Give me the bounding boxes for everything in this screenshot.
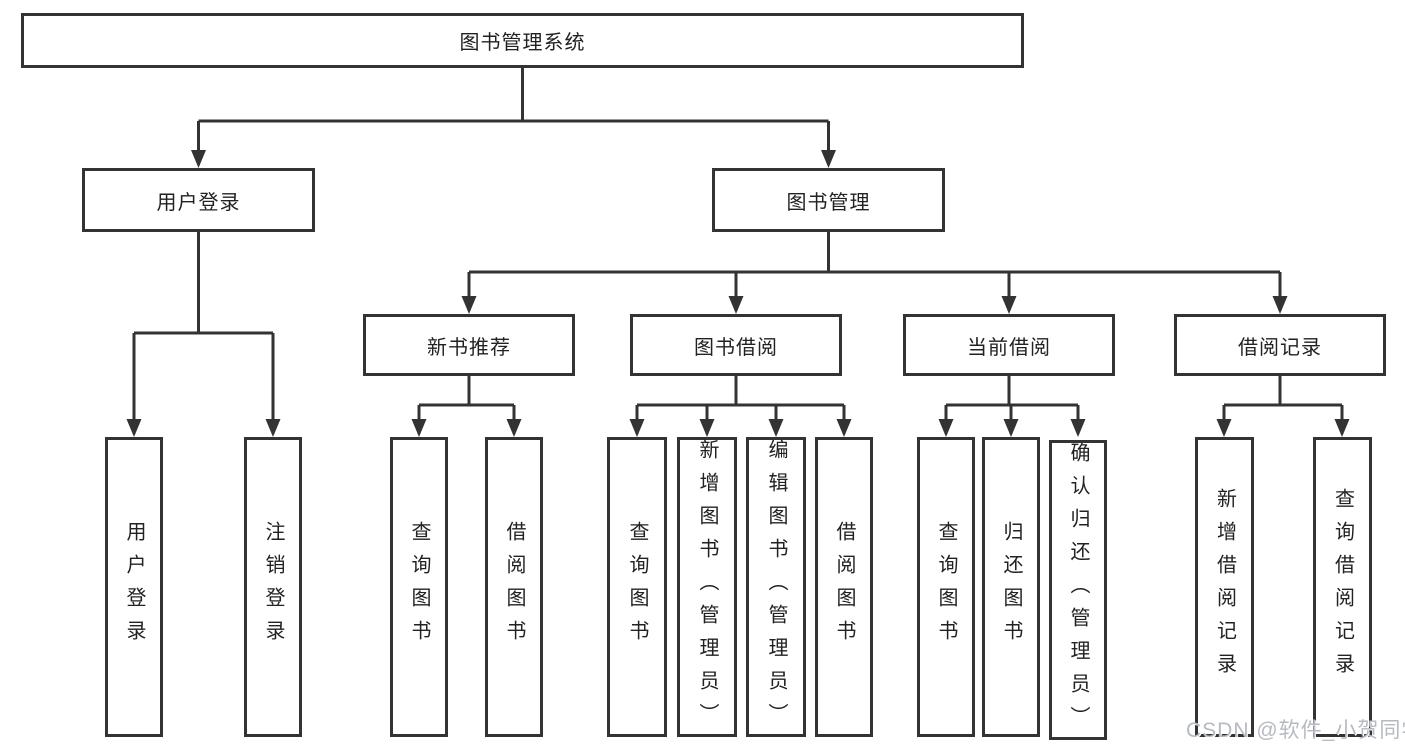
- leaf-query-borrow-record: 查询借阅记录: [1313, 437, 1372, 737]
- leaf-label: 用户登录: [123, 521, 145, 653]
- leaf-borrow-book-1: 借阅图书: [485, 437, 543, 737]
- leaf-logout: 注销登录: [244, 437, 302, 737]
- leaf-label: 查询图书: [935, 521, 957, 653]
- node-new-book-recommend: 新书推荐: [363, 314, 575, 376]
- leaf-user-login: 用户登录: [105, 437, 163, 737]
- leaf-label: 确认归还（管理员）: [1067, 441, 1089, 739]
- node-book-borrow: 图书借阅: [630, 314, 842, 376]
- leaf-label: 编辑图书（管理员）: [765, 438, 787, 736]
- node-user-login: 用户登录: [82, 168, 315, 232]
- leaf-query-book-3: 查询图书: [917, 437, 975, 737]
- connector-root-to-level2: [197, 68, 830, 165]
- connector-book-management-children: [467, 232, 1282, 311]
- leaf-add-book-admin: 新增图书（管理员）: [677, 437, 737, 737]
- leaf-edit-book-admin: 编辑图书（管理员）: [746, 437, 806, 737]
- leaf-query-book-2: 查询图书: [607, 437, 667, 737]
- leaf-borrow-book-2: 借阅图书: [815, 437, 873, 737]
- leaf-return-book: 归还图书: [982, 437, 1040, 737]
- leaf-label: 新增图书（管理员）: [696, 438, 718, 736]
- leaf-label: 归还图书: [1000, 521, 1022, 653]
- connector-user-login-children: [132, 232, 275, 434]
- leaf-label: 新增借阅记录: [1213, 488, 1236, 686]
- leaf-label: 借阅图书: [503, 521, 525, 653]
- arrowheads: [126, 150, 1350, 437]
- node-borrow-record: 借阅记录: [1174, 314, 1386, 376]
- node-book-management: 图书管理: [712, 168, 945, 232]
- leaf-label: 借阅图书: [833, 521, 855, 653]
- connector-book-borrow-children: [635, 376, 846, 434]
- leaf-label: 注销登录: [262, 521, 284, 653]
- connector-new-book-children: [417, 376, 516, 434]
- leaf-label: 查询借阅记录: [1331, 488, 1354, 686]
- node-root: 图书管理系统: [21, 13, 1024, 68]
- csdn-watermark: CSDN @软件_小贺同学: [1186, 719, 1405, 742]
- leaf-add-borrow-record: 新增借阅记录: [1195, 437, 1254, 737]
- connector-borrow-record-children: [1222, 376, 1344, 434]
- leaf-confirm-return-admin: 确认归还（管理员）: [1049, 440, 1107, 740]
- node-current-borrow: 当前借阅: [903, 314, 1115, 376]
- leaf-query-book-1: 查询图书: [390, 437, 448, 737]
- leaf-label: 查询图书: [626, 521, 648, 653]
- leaf-label: 查询图书: [408, 521, 430, 653]
